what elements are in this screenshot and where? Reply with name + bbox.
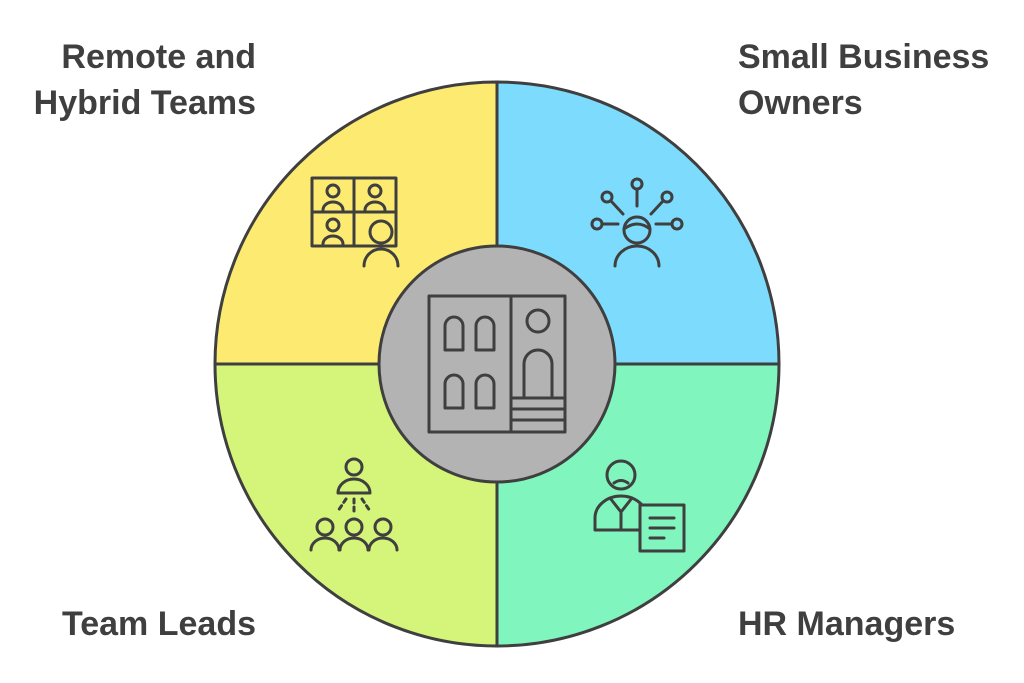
label-team-leads: Team Leads	[61, 605, 256, 643]
person-ideas-icon	[590, 177, 684, 268]
hr-document-icon	[593, 459, 686, 553]
label-remote-hybrid-teams: Remote and Hybrid Teams	[33, 38, 256, 122]
center-hub	[377, 244, 617, 484]
office-building-icon	[427, 294, 567, 434]
team-leader-icon	[309, 457, 399, 552]
label-hr-managers: HR Managers	[738, 605, 956, 643]
label-small-business-owners: Small Business Owners	[738, 38, 990, 122]
video-conference-icon	[310, 176, 400, 268]
